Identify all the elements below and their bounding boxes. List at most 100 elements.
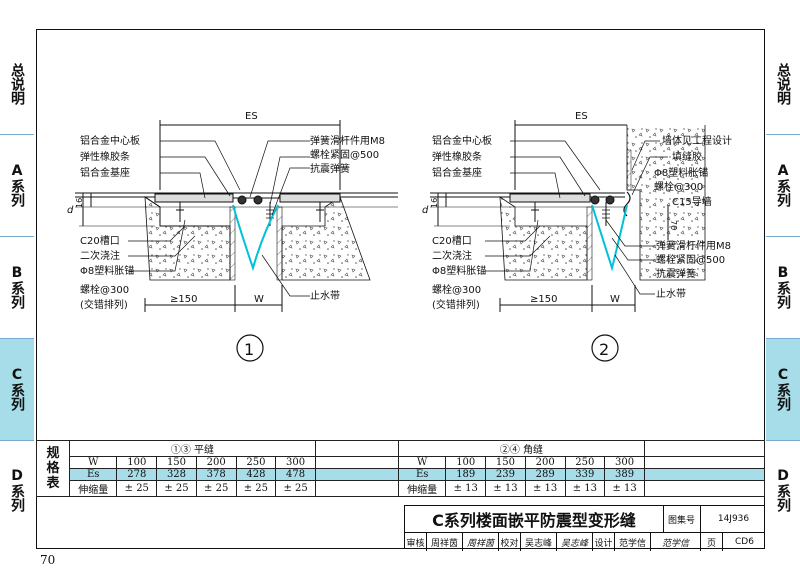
sidebar-item-c-series[interactable]: C系列	[0, 338, 34, 440]
review-label: 审核	[405, 533, 427, 551]
sidebar-divider	[766, 134, 800, 135]
sidebar-item-a-series-right[interactable]: A系列	[775, 163, 791, 207]
dim-16: 16	[75, 198, 84, 208]
sidebar-item-b-series-right[interactable]: B系列	[775, 265, 791, 309]
cell: 150	[485, 456, 526, 469]
right-label: 墙体见工程设计	[662, 134, 732, 147]
cell: ± 25	[116, 480, 158, 497]
cell: 289	[524, 468, 566, 481]
cell: ± 25	[195, 480, 237, 497]
designer: 范学信	[615, 533, 651, 551]
page-number: 70	[40, 553, 56, 567]
cell: ± 13	[445, 480, 487, 497]
diagram-1-labels: ES W ≥150 d 16 铝合金中心板 弹性橡胶条 铝合金基座 C20槽口 …	[67, 111, 385, 359]
cell: ± 13	[564, 480, 606, 497]
sidebar-item-general-right[interactable]: 总说明	[775, 63, 791, 105]
cell: 300	[604, 456, 645, 469]
left-label: Φ8塑料胀锚	[80, 264, 134, 277]
designer-signature: 范学信	[651, 533, 701, 551]
cell: ± 25	[156, 480, 197, 497]
cell: ± 13	[604, 480, 645, 497]
cell: 378	[195, 468, 237, 481]
cell: 100	[445, 456, 487, 469]
left-label: 铝合金基座	[432, 166, 482, 179]
min-width-label: ≥150	[530, 294, 557, 305]
diagram-1-plain-joint	[75, 120, 398, 362]
heading-plain-joint: ①③ 平缝	[69, 440, 316, 457]
d-label: d	[67, 205, 74, 216]
left-label: 弹性橡胶条	[432, 150, 482, 163]
right-label: 抗震弹簧	[656, 267, 696, 280]
left-label: 铝合金基座	[80, 166, 130, 179]
cell: 239	[485, 468, 526, 481]
cell: ± 25	[275, 480, 316, 497]
row-label: Es	[68, 468, 118, 481]
dim-70: 70	[669, 220, 678, 230]
right-label: C15导墙	[672, 195, 712, 208]
right-label: 止水带	[310, 290, 340, 302]
right-label: 填缝胶	[672, 150, 702, 163]
left-label: (交错排列)	[432, 298, 480, 311]
left-label: 铝合金中心板	[432, 134, 492, 147]
cell: 250	[235, 456, 277, 469]
diagram-2-corner-joint	[430, 120, 706, 362]
es-label: ES	[575, 111, 588, 122]
detail-number: 2	[599, 340, 609, 359]
atlas-number: 14J936	[717, 514, 750, 524]
row-label: Es	[397, 468, 447, 481]
sidebar-item-c-series-right[interactable]: C系列	[766, 338, 800, 440]
spec-table-label: 规格表	[36, 440, 70, 497]
right-label: 抗震弹簧	[310, 162, 350, 175]
sidebar-item-b-series[interactable]: B系列	[9, 265, 25, 309]
right-label: 弹簧滑杆件用M8	[310, 134, 385, 147]
cell: 278	[116, 468, 158, 481]
title-block: C系列楼面嵌平防震型变形缝 图集号 14J936 审核 周祥茵 周祥茵 校对 吴…	[404, 505, 765, 551]
row-label: W	[68, 456, 118, 469]
cell: 389	[604, 468, 645, 481]
design-label: 设计	[593, 533, 615, 551]
sidebar-divider	[0, 134, 34, 135]
row-label: W	[397, 456, 447, 469]
right-label: 止水带	[656, 288, 686, 300]
left-label: (交错排列)	[80, 298, 128, 311]
right-label: 螺栓紧固@500	[310, 148, 379, 161]
w-label: W	[254, 294, 264, 305]
cell: 250	[564, 456, 606, 469]
cell: 300	[275, 456, 316, 469]
cell: ± 13	[524, 480, 566, 497]
page-code: CD6	[735, 537, 754, 547]
d-label: d	[422, 205, 429, 216]
left-label: 二次浇注	[80, 249, 120, 262]
check-label: 校对	[499, 533, 521, 551]
row-label: 伸缩量	[397, 480, 447, 497]
left-label: Φ8塑料胀锚	[432, 264, 486, 277]
heading-corner-joint: ②④ 角缝	[397, 440, 646, 457]
sidebar-item-a-series[interactable]: A系列	[9, 163, 25, 207]
cell: ± 25	[235, 480, 277, 497]
right-label: 螺栓@300	[654, 180, 703, 193]
cell: 189	[445, 468, 487, 481]
sidebar-divider	[0, 236, 34, 237]
sidebar-divider	[0, 440, 34, 441]
checker: 吴志峰	[521, 533, 557, 551]
spec-table: 规格表 ①③ 平缝 ②④ 角缝 W 100 150 200 250 300 W …	[36, 440, 765, 497]
sidebar-item-d-series[interactable]: D系列	[9, 468, 25, 512]
cell: 150	[156, 456, 197, 469]
left-label: C20槽口	[432, 234, 472, 247]
left-label: 螺栓@300	[80, 283, 129, 296]
sidebar-item-general[interactable]: 总说明	[9, 63, 25, 105]
right-label: 弹簧滑杆件用M8	[656, 239, 731, 252]
reviewer: 周祥茵	[427, 533, 463, 551]
sidebar-divider	[766, 236, 800, 237]
left-label: 二次浇注	[432, 249, 472, 262]
left-label: 铝合金中心板	[80, 134, 140, 147]
detail-number: 1	[244, 340, 254, 359]
right-label: 螺栓紧固@500	[656, 253, 725, 266]
sidebar-item-d-series-right[interactable]: D系列	[775, 468, 791, 512]
sidebar-divider	[766, 440, 800, 441]
sidebar-divider	[0, 338, 34, 339]
cell: 100	[116, 456, 158, 469]
page-label: 页	[701, 533, 723, 551]
dim-16: 16	[430, 198, 439, 208]
